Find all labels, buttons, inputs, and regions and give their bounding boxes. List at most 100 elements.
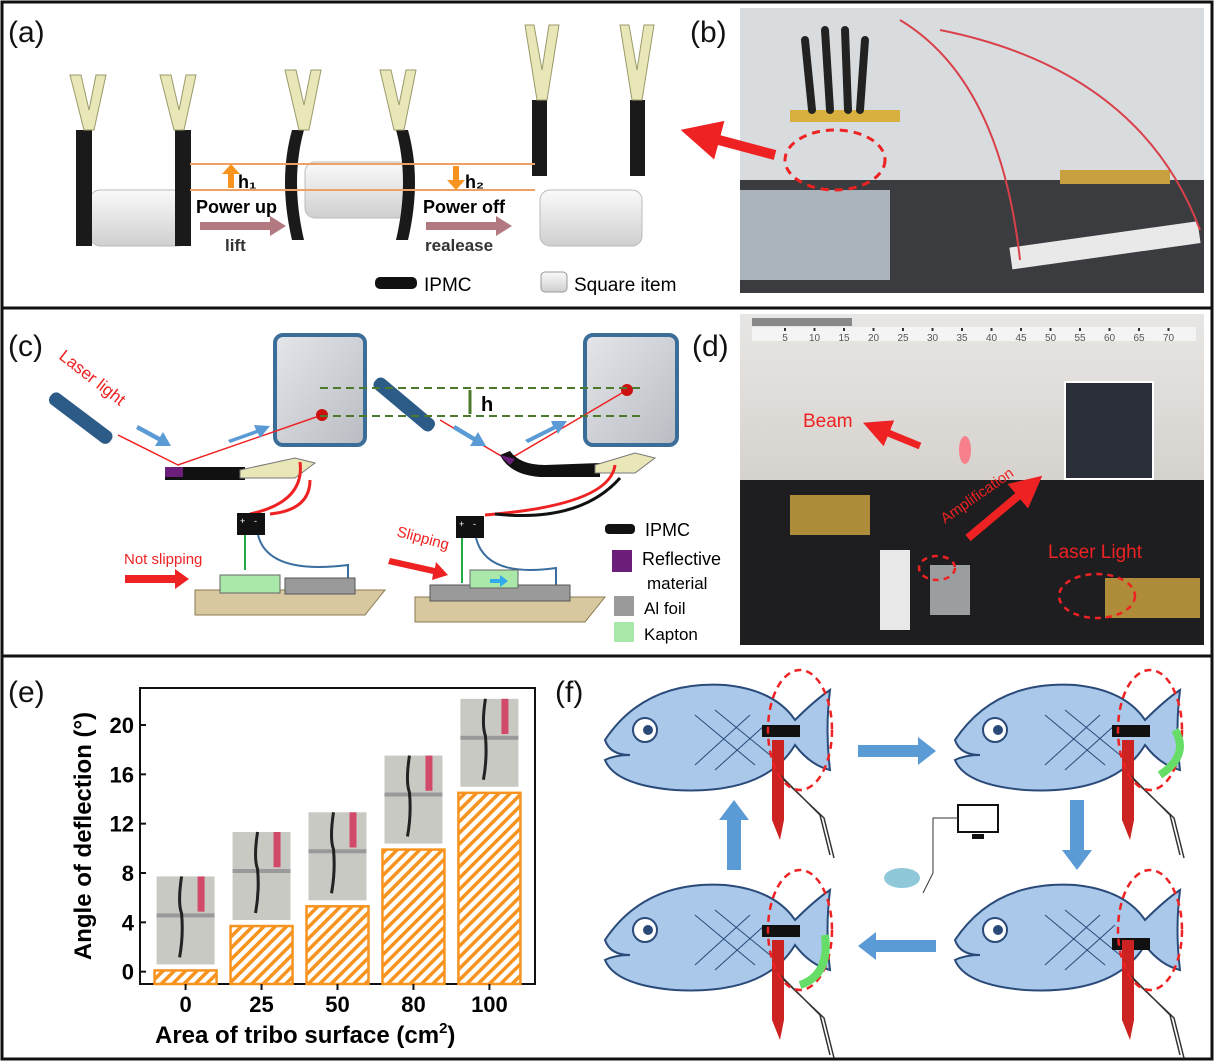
ruler-tick	[990, 328, 993, 331]
clamp	[1122, 940, 1134, 1040]
panel-c: (c) Laser light h	[8, 330, 721, 644]
blue-arrow-icon	[525, 421, 567, 443]
square-item	[539, 189, 643, 247]
laser-light-label: Laser Light	[1048, 542, 1143, 563]
ruler-tick-label: 25	[897, 333, 909, 344]
ruler-tick	[872, 328, 875, 331]
inset-photo	[308, 812, 367, 901]
fish-robot	[953, 668, 1185, 859]
fish-robot	[603, 868, 835, 1059]
rotation-arrow-icon	[1157, 727, 1184, 779]
ipmc-strip	[175, 130, 191, 246]
ruler-tick	[931, 328, 934, 331]
red-arrow-icon	[680, 120, 777, 160]
ruler-tick-label: 30	[927, 333, 939, 344]
panel-label-c: (c)	[8, 330, 43, 363]
red-arrow-icon	[388, 558, 448, 580]
ruler-tick	[784, 328, 786, 331]
bar-25	[229, 924, 294, 986]
beam-label: Beam	[803, 411, 853, 432]
laser-pointer	[48, 392, 113, 444]
slipping-label: Slipping	[395, 523, 451, 553]
gripper-clip	[239, 457, 317, 479]
highlight-circle	[1116, 668, 1184, 792]
ruler-tick-label: 35	[956, 333, 968, 344]
panel-b: (b)	[680, 8, 1204, 293]
square-item	[89, 189, 189, 247]
legend-ipmc: IPMC	[645, 520, 690, 540]
power-off-label: Power off	[423, 197, 506, 217]
flow-arrow-down-icon	[1062, 800, 1092, 870]
rotation-arrow-icon	[798, 934, 830, 989]
ruler-tick	[813, 328, 816, 331]
panel-f: (f)	[555, 668, 1185, 1059]
panel-label-d: (d)	[692, 330, 729, 363]
ruler-tick	[1049, 328, 1052, 331]
plus-terminal: +	[459, 519, 464, 529]
ipmc-strip-bent	[500, 451, 600, 477]
inset-photo	[460, 698, 519, 787]
panel-label-f: (f)	[555, 676, 583, 709]
bar-100	[457, 791, 522, 986]
ruler-tick-label: 60	[1104, 333, 1116, 344]
release-label: realease	[425, 236, 493, 255]
al-foil-legend-icon	[614, 596, 634, 616]
ipmc-legend-icon	[605, 524, 635, 534]
ipmc-strip	[532, 100, 547, 176]
power-up-label: Power up	[196, 197, 277, 217]
gripper-clip	[619, 24, 655, 101]
ruler-tick	[1079, 328, 1081, 331]
gripper-clip	[284, 69, 322, 131]
panel-label-a: (a)	[8, 16, 45, 49]
ipmc-strip	[396, 130, 415, 240]
laser-spot	[959, 436, 971, 464]
not-slipping-label: Not slipping	[124, 551, 202, 568]
plus-terminal: +	[240, 516, 245, 526]
flow-arrow-left-icon	[858, 932, 936, 960]
y-tick-label: 8	[122, 861, 134, 886]
legend-square-item: Square item	[574, 275, 676, 296]
y-tick-label: 16	[110, 762, 134, 787]
ruler-tick-label: 70	[1163, 333, 1175, 344]
right-arrow-icon	[426, 216, 512, 236]
x-axis-label-text: Area of tribo surface (cm	[155, 1022, 439, 1049]
highlight-circle	[917, 554, 957, 582]
minus-terminal: -	[473, 519, 476, 529]
panel-label-e: (e)	[8, 676, 45, 709]
reflective-legend-icon	[612, 550, 632, 572]
h-label: h	[481, 394, 493, 416]
flow-arrow-right-icon	[858, 737, 936, 765]
laser-pointer	[373, 377, 436, 432]
inset-photo	[384, 755, 443, 844]
y-tick-label: 12	[110, 812, 134, 837]
ruler-tick-label: 40	[986, 333, 998, 344]
projection-screen	[273, 333, 367, 447]
fish-robot	[603, 668, 835, 859]
x-tick-label: 0	[179, 992, 191, 1017]
minus-terminal: -	[254, 516, 257, 526]
x-axis-label: Area of tribo surface (cm2)	[155, 1020, 455, 1049]
highlight-circle	[1116, 868, 1184, 992]
ruler-tick	[1108, 328, 1111, 331]
square-item-legend-icon	[540, 271, 568, 293]
blue-arrow-icon	[490, 575, 508, 587]
kapton-legend-icon	[614, 622, 634, 642]
fish-robot	[953, 868, 1185, 1059]
clamp	[1122, 740, 1134, 840]
ruler-tick-label: 65	[1133, 333, 1145, 344]
gripper-clip	[159, 74, 197, 131]
gripper-clip	[594, 452, 657, 474]
ipmc-strip	[76, 130, 92, 246]
ruler-tick-label: 20	[868, 333, 880, 344]
panel-a: (a) h₁ h₂ Power up	[8, 16, 676, 296]
ruler-tick-label: 55	[1074, 333, 1086, 344]
ruler-tick	[961, 328, 963, 331]
red-arrow-icon	[965, 475, 1043, 542]
bar-50	[305, 905, 370, 986]
ruler-tick-label: 10	[809, 333, 821, 344]
gripper-clip	[69, 74, 107, 131]
x-tick-label: 100	[471, 992, 508, 1017]
